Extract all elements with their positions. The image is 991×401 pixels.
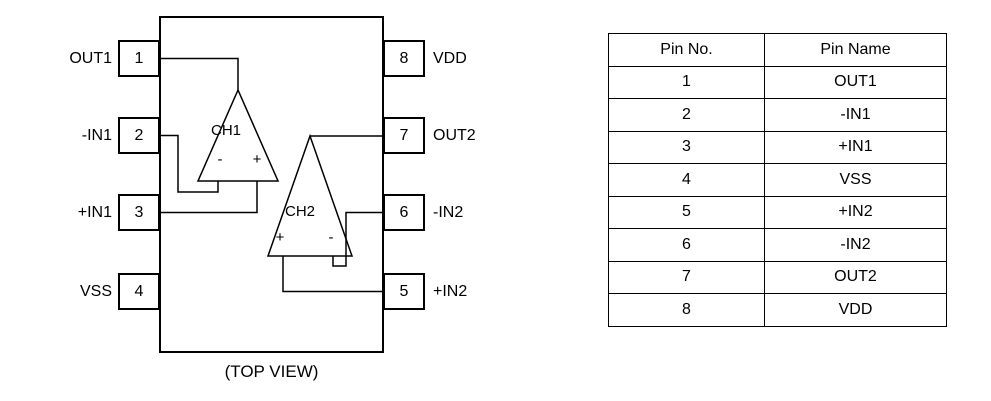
pin-no-cell: 5 bbox=[608, 195, 765, 229]
table-row: 6 -IN2 bbox=[608, 228, 947, 262]
wire-pin6-minus-in2 bbox=[332, 211, 383, 267]
table-row: 1 OUT1 bbox=[608, 65, 947, 99]
pin-box-6: 6 bbox=[383, 194, 425, 231]
table-row: 7 OUT2 bbox=[608, 260, 947, 294]
pin-box-7: 7 bbox=[383, 117, 425, 154]
wire-pin5-plus-in2 bbox=[282, 256, 383, 293]
opamp-ch1-minus-sign: - bbox=[217, 151, 223, 168]
pin-label-out2: OUT2 bbox=[433, 127, 476, 144]
pin-name-cell: -IN2 bbox=[764, 228, 947, 262]
table-row: 3 +IN1 bbox=[608, 130, 947, 164]
pin-label-minus-in1: -IN1 bbox=[81, 127, 112, 144]
opamp-ch2-plus-sign: + bbox=[275, 229, 285, 246]
pin-box-2: 2 bbox=[118, 117, 160, 154]
wire-pin2-minus-in1 bbox=[160, 134, 219, 193]
top-view-caption: (TOP VIEW) bbox=[224, 362, 319, 381]
pin-label-plus-in2: +IN2 bbox=[433, 283, 468, 300]
pin-label-vdd: VDD bbox=[433, 50, 467, 67]
opamp-ch2-triangle bbox=[266, 133, 354, 257]
pin-name-cell: +IN1 bbox=[764, 130, 947, 164]
opamp-ch1-plus-sign: + bbox=[252, 151, 262, 168]
pinout-diagram: OUT1 -IN1 +IN1 VSS 1 2 3 4 8 7 6 5 VDD O… bbox=[69, 16, 476, 381]
pin-label-minus-in2: -IN2 bbox=[433, 204, 464, 221]
pin-label-out1: OUT1 bbox=[69, 50, 112, 67]
opamp-ch1-triangle bbox=[196, 88, 280, 182]
pin-box-5: 5 bbox=[383, 273, 425, 310]
pin-table-header-row: Pin No. Pin Name bbox=[608, 33, 947, 67]
pin-name-cell: VSS bbox=[764, 163, 947, 197]
table-row: 2 -IN1 bbox=[608, 98, 947, 132]
table-row: 4 VSS bbox=[608, 163, 947, 197]
pin-no-cell: 2 bbox=[608, 98, 765, 132]
pin-name-cell: +IN2 bbox=[764, 195, 947, 229]
wire-pin3-plus-in1 bbox=[160, 181, 258, 214]
pin-no-cell: 1 bbox=[608, 65, 765, 99]
pin-name-header: Pin Name bbox=[764, 33, 947, 67]
pin-box-3: 3 bbox=[118, 194, 160, 231]
pin-box-8: 8 bbox=[383, 40, 425, 77]
pin-box-4: 4 bbox=[118, 273, 160, 310]
pin-name-cell: OUT1 bbox=[764, 65, 947, 99]
pin-no-cell: 6 bbox=[608, 228, 765, 262]
pin-no-cell: 8 bbox=[608, 293, 765, 327]
opamp-ch2-label: CH2 bbox=[285, 203, 316, 220]
opamp-ch2-minus-sign: - bbox=[328, 229, 334, 246]
table-row: 8 VDD bbox=[608, 293, 947, 327]
pin-label-vss: VSS bbox=[79, 283, 112, 300]
pin-name-cell: OUT2 bbox=[764, 260, 947, 294]
pin-label-plus-in1: +IN1 bbox=[77, 204, 112, 221]
wire-pin1-out1 bbox=[160, 57, 239, 92]
pin-box-1: 1 bbox=[118, 40, 160, 77]
pin-table: Pin No. Pin Name 1 OUT1 2 -IN1 3 +IN1 4 … bbox=[608, 33, 947, 327]
table-row: 5 +IN2 bbox=[608, 195, 947, 229]
opamp-ch1-label: CH1 bbox=[211, 122, 242, 139]
ic-body-outline bbox=[159, 16, 384, 353]
pin-no-header: Pin No. bbox=[608, 33, 765, 67]
pin-name-cell: VDD bbox=[764, 293, 947, 327]
pin-name-cell: -IN1 bbox=[764, 98, 947, 132]
pin-no-cell: 7 bbox=[608, 260, 765, 294]
pin-no-cell: 3 bbox=[608, 130, 765, 164]
pin-no-cell: 4 bbox=[608, 163, 765, 197]
pinout-wires-svg bbox=[159, 16, 384, 353]
